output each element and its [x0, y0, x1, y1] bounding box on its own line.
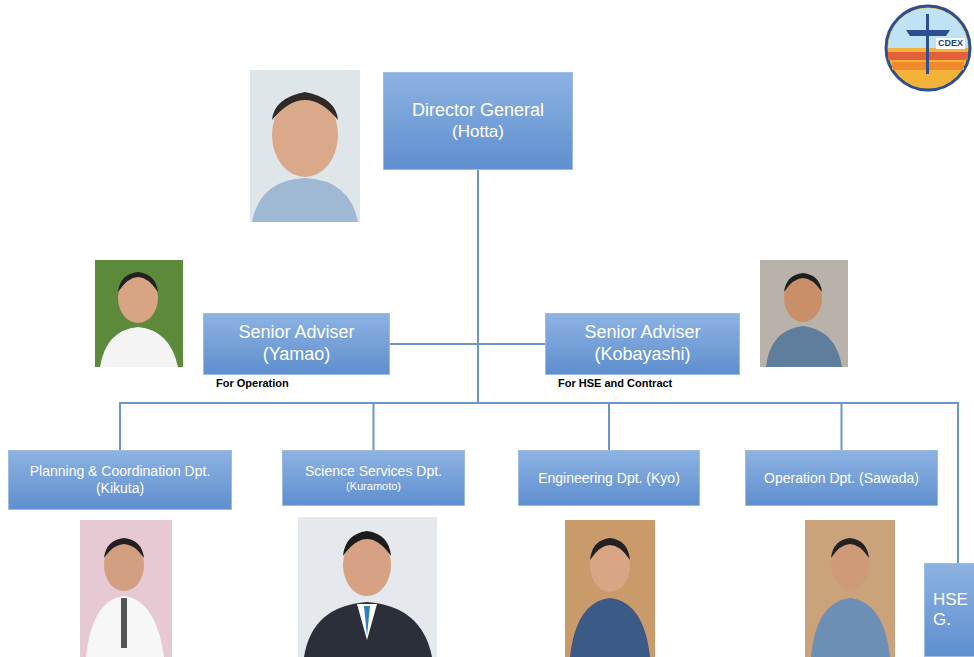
box-text: (Kuramoto)	[346, 480, 401, 493]
portrait-photo	[95, 260, 183, 367]
portrait-photo	[805, 520, 895, 657]
box-text: Senior Adviser (Kobayashi)	[554, 322, 731, 365]
portrait-photo	[760, 260, 848, 367]
box-text: Director General	[412, 100, 544, 122]
box-text: Planning & Coordination Dpt. (Kikuta)	[17, 463, 223, 497]
connector-line	[120, 170, 478, 450]
box-text: Senior Adviser (Yamao)	[212, 322, 381, 365]
department-box: Science Services Dpt.(Kuramoto)	[282, 450, 465, 506]
box-text: (Hotta)	[452, 122, 504, 142]
department-box: Engineering Dpt. (Kyo)	[518, 450, 700, 506]
department-box: Planning & Coordination Dpt. (Kikuta)	[8, 450, 232, 510]
connector-line	[374, 170, 479, 450]
box-text: HSE G.	[933, 590, 974, 631]
portrait-photo	[298, 517, 437, 657]
role-note: For HSE and Contract	[558, 377, 672, 389]
box-text: Operation Dpt. (Sawada)	[764, 470, 919, 487]
portrait-photo	[80, 520, 172, 657]
connector-line	[478, 170, 545, 344]
connector-line	[478, 170, 958, 563]
portrait-photo	[250, 70, 360, 222]
connector-line	[390, 170, 478, 344]
box-text: Science Services Dpt.	[305, 463, 442, 480]
portrait-photo	[565, 520, 655, 657]
group-box: HSE G.	[924, 563, 974, 657]
role-note: For Operation	[216, 377, 289, 389]
adviser-box: Senior Adviser (Kobayashi)For HSE and Co…	[545, 313, 740, 375]
connector-line	[478, 170, 609, 450]
connector-line	[478, 170, 842, 450]
director-box: Director General(Hotta)	[383, 72, 573, 170]
adviser-box: Senior Adviser (Yamao)For Operation	[203, 313, 390, 375]
box-text: Engineering Dpt. (Kyo)	[538, 470, 680, 487]
logo-text: CDEX	[936, 38, 965, 49]
logo	[886, 6, 970, 90]
department-box: Operation Dpt. (Sawada)	[745, 450, 938, 506]
